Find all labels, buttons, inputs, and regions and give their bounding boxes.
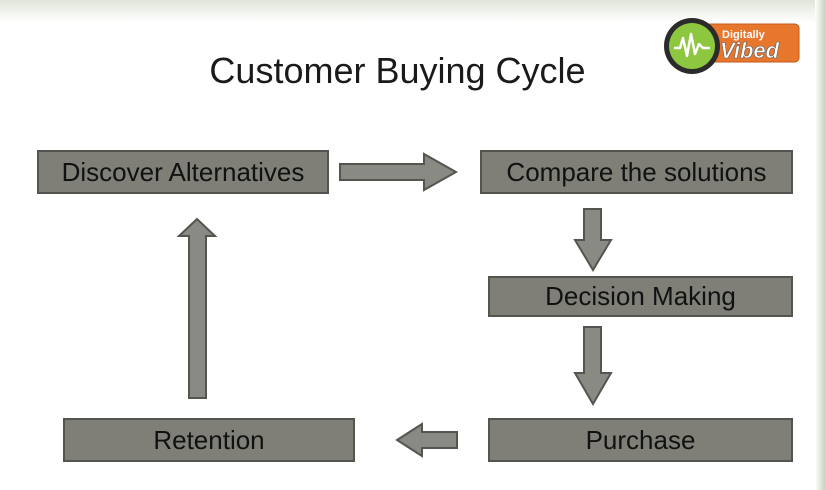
digitally-vibed-logo: Digitally Vibed — [664, 18, 800, 74]
step-purchase: Purchase — [488, 418, 793, 462]
step-decision-making: Decision Making — [488, 276, 793, 317]
arrow-purchase-to-retention — [395, 422, 458, 458]
step-compare-solutions: Compare the solutions — [480, 150, 793, 194]
arrow-decision-to-purchase — [573, 326, 613, 406]
slide-edge-decoration — [815, 0, 825, 490]
arrow-compare-to-decision — [573, 208, 613, 272]
step-retention: Retention — [63, 418, 355, 462]
step-discover-alternatives: Discover Alternatives — [37, 150, 329, 194]
arrow-discover-to-compare — [339, 152, 459, 192]
logo-text-line2: Vibed — [720, 38, 780, 63]
slide-title: Customer Buying Cycle — [209, 50, 586, 91]
arrow-retention-to-discover — [176, 217, 218, 399]
logo-text-line1: Digitally — [722, 29, 766, 41]
